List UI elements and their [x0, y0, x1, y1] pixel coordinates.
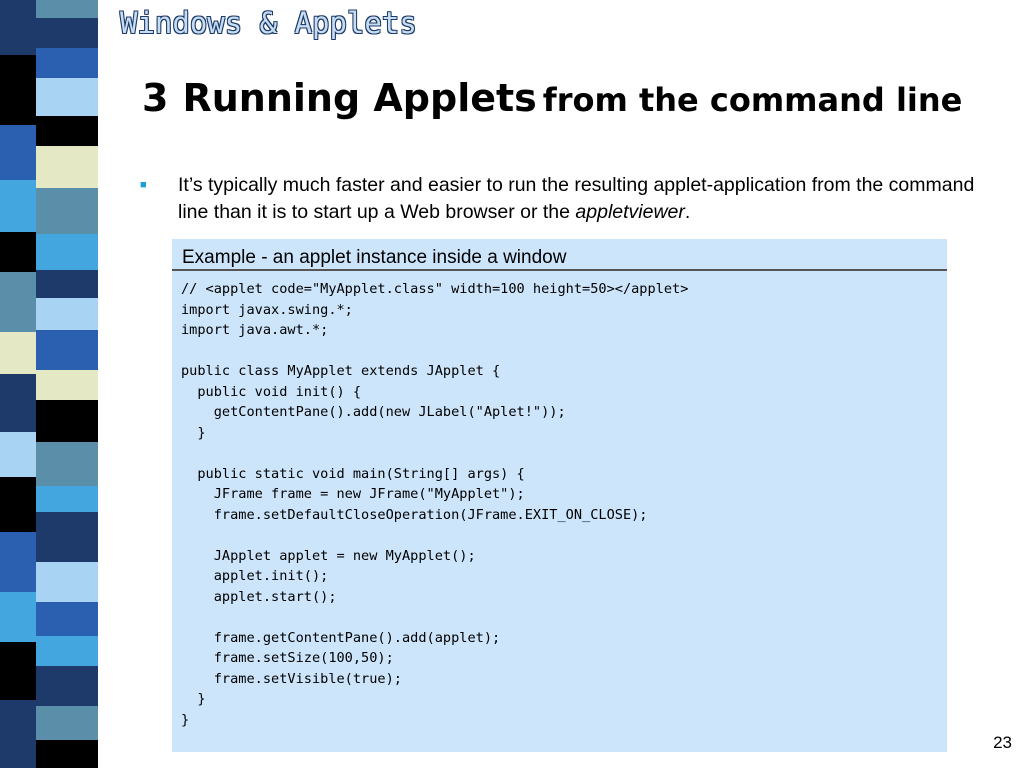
stripe-block [0, 374, 36, 432]
code-line: applet.init(); [181, 568, 329, 584]
code-line: JApplet applet = new MyApplet(); [181, 547, 476, 564]
stripe-block [36, 666, 98, 706]
bullet-text-before: It’s typically much faster and easier to… [178, 174, 975, 223]
bullet-text-after: . [684, 201, 691, 223]
code-line: import java.awt.*; [181, 322, 329, 338]
stripe-block [0, 125, 36, 180]
stripe-block [0, 700, 36, 768]
stripe-block [0, 55, 36, 125]
code-line: public static void main(String[] args) { [181, 465, 525, 482]
bullet-point: ■ It’s typically much faster and easier … [140, 172, 980, 226]
code-line: frame.setSize(100,50); [181, 650, 394, 666]
stripe-block [0, 272, 36, 332]
code-line: JFrame frame = new JFrame("MyApplet"); [181, 486, 525, 502]
stripe-block [0, 0, 36, 55]
stripe-block [0, 232, 36, 272]
stripe-block [0, 642, 36, 700]
title-number: 3 [142, 76, 169, 120]
stripe-block [36, 78, 98, 116]
example-box: Example - an applet instance inside a wi… [172, 239, 947, 752]
code-line: } [181, 424, 206, 441]
page-number: 23 [993, 733, 1012, 752]
stripe-block [0, 532, 36, 592]
bullet-square-icon: ■ [140, 179, 147, 191]
stripe-block [36, 602, 98, 636]
code-line: frame.getContentPane().add(applet); [181, 629, 501, 646]
stripe-block [36, 442, 98, 486]
title-main: Running Applets [182, 76, 537, 120]
stripe-block [0, 592, 36, 642]
stripe-block [36, 48, 98, 78]
code-block: // <applet code="MyApplet.class" width=1… [172, 271, 947, 738]
code-line: applet.start(); [181, 588, 337, 605]
stripe-block [36, 400, 98, 442]
stripe-block [36, 116, 98, 146]
stripe-block [36, 330, 98, 370]
code-line: frame.setVisible(true); [181, 670, 402, 687]
decorative-stripe [0, 0, 120, 768]
stripe-block [36, 234, 98, 270]
code-line: import javax.swing.*; [181, 301, 353, 318]
stripe-block [0, 477, 36, 532]
stripe-block [36, 562, 98, 602]
stripe-block [0, 180, 36, 232]
header-tag: Windows & Applets [120, 6, 417, 40]
stripe-block [0, 332, 36, 374]
bullet-text: It’s typically much faster and easier to… [178, 172, 980, 226]
stripe-block [36, 512, 98, 562]
code-line: } [181, 691, 206, 707]
stripe-block [36, 298, 98, 330]
stripe-block [36, 636, 98, 666]
stripe-block [36, 486, 98, 512]
code-line: // <applet code="MyApplet.class" width=1… [181, 281, 689, 297]
stripe-block [36, 0, 98, 18]
code-line: } [181, 711, 190, 728]
code-line: public class MyApplet extends JApplet { [181, 363, 501, 379]
stripe-block [36, 706, 98, 740]
code-line: frame.setDefaultCloseOperation(JFrame.EX… [181, 506, 648, 523]
stripe-block [36, 18, 98, 48]
stripe-block [36, 270, 98, 298]
stripe-block [0, 432, 36, 477]
code-line: getContentPane().add(new JLabel("Aplet!"… [181, 404, 566, 420]
example-title: Example - an applet instance inside a wi… [172, 239, 947, 271]
stripe-block [36, 188, 98, 234]
stripe-block [36, 146, 98, 188]
stripe-block [36, 740, 98, 768]
stripe-block [36, 370, 98, 400]
code-line: public void init() { [181, 383, 362, 400]
title-subtitle: from the command line [542, 81, 963, 119]
bullet-emphasis: appletviewer [575, 201, 685, 223]
